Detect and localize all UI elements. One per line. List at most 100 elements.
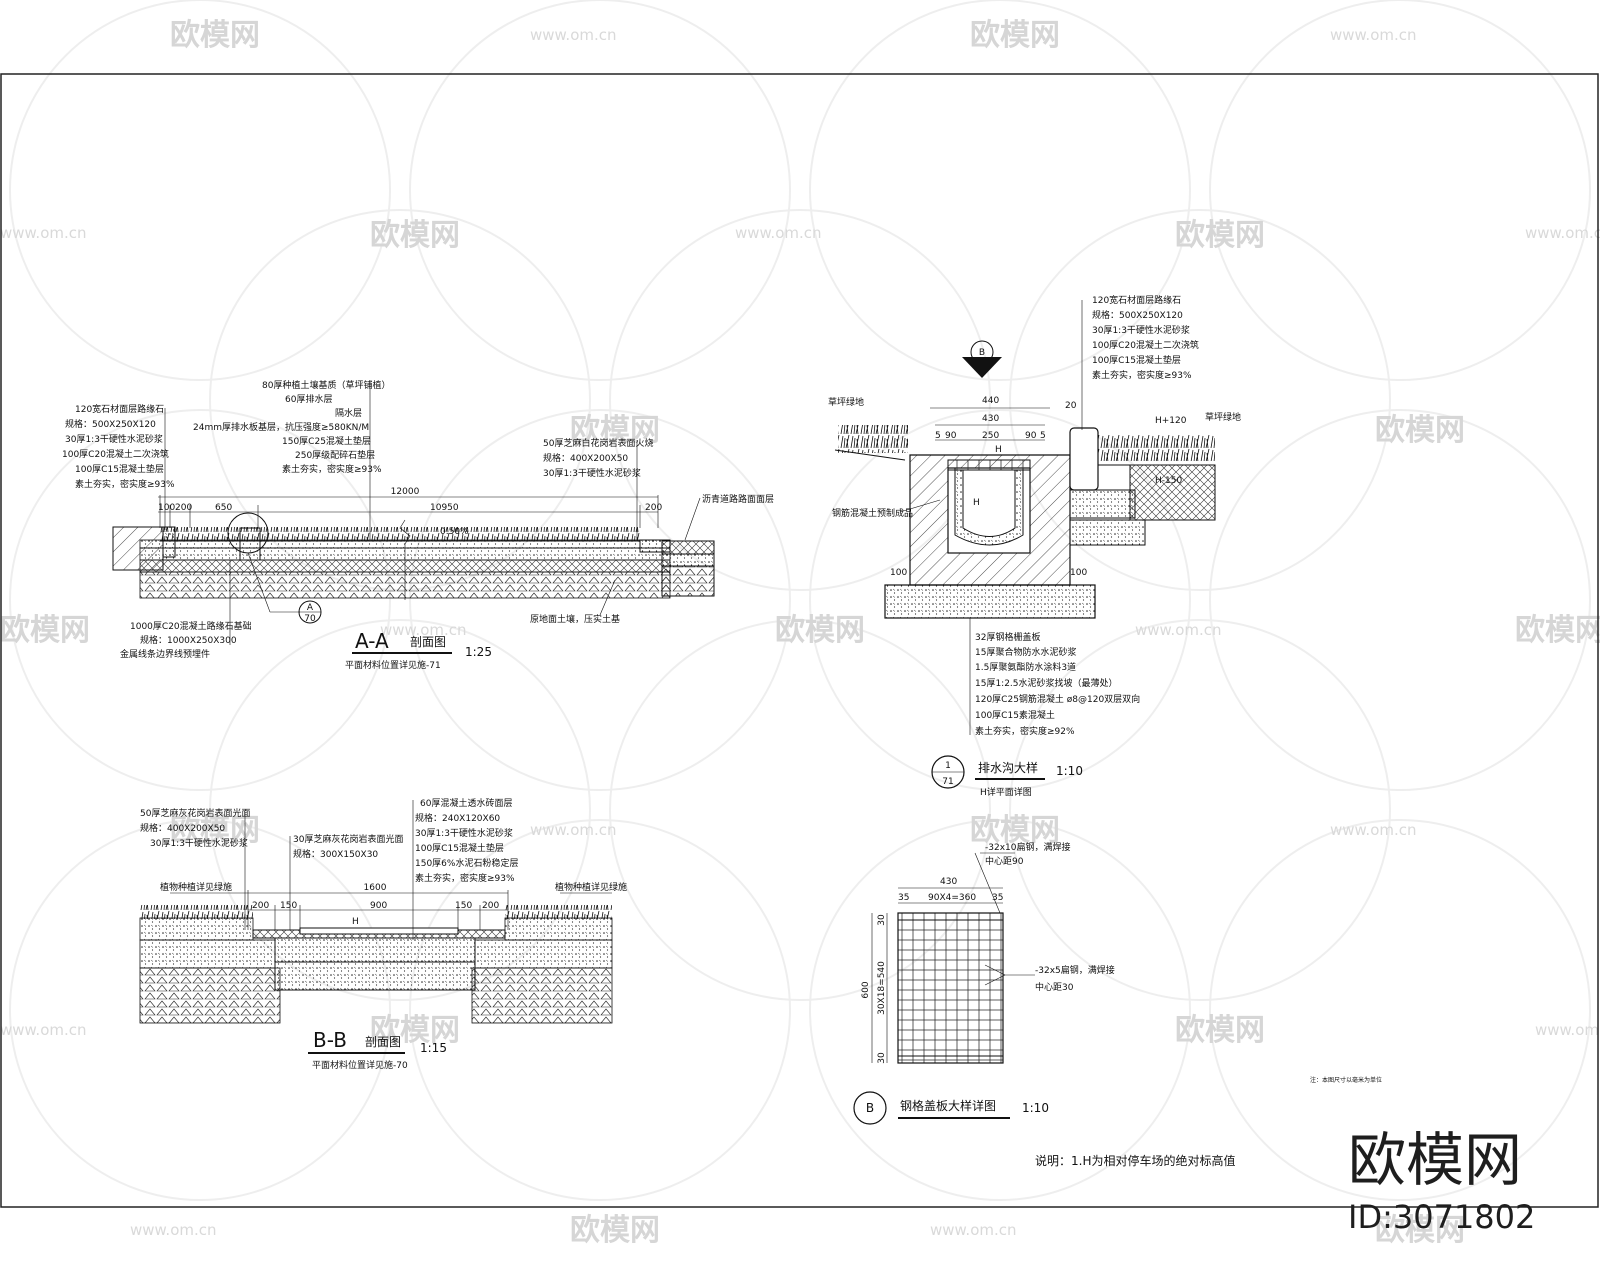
aa-bottom-note: 原地面土壤，压实土基: [530, 613, 620, 625]
aa-left-layer: 120宽石材面层路缘石: [75, 403, 164, 415]
aa-right-layer: 30厚1:3干硬性水泥砂浆: [543, 467, 641, 479]
drain-callout-num: 1: [945, 761, 951, 771]
drain-right-note: 草坪绿地: [1205, 411, 1241, 423]
drain-h-top: H: [995, 445, 1002, 455]
grate-dim-top: 430: [940, 877, 957, 887]
watermark-cn: 欧模网: [370, 1013, 460, 1048]
bb-title-cn: 剖面图: [365, 1035, 401, 1049]
watermark-cn: 欧模网: [370, 218, 460, 253]
aa-dim: 10950: [430, 503, 459, 513]
drain-dim: 440: [982, 396, 999, 406]
bb-right-layer: 30厚1:3干硬性水泥砂浆: [415, 827, 513, 839]
bb-dim: 150: [455, 901, 472, 911]
detail-drain: H 440 430 5 90 250 90 5 20 H H+120 H-150…: [828, 294, 1241, 798]
drain-bottom-layer: 素土夯实，密实度≥92%: [975, 725, 1075, 737]
bb-title: B-B: [313, 1028, 347, 1052]
bb-dim: 150: [280, 901, 297, 911]
aa-dim-top: 12000: [391, 487, 420, 497]
aa-left-layer: 30厚1:3干硬性水泥砂浆: [65, 433, 163, 445]
watermark-cn: 欧模网: [1375, 1213, 1465, 1248]
drain-bottom-layer: 32厚钢格栅盖板: [975, 631, 1040, 643]
aa-right-note: 沥青道路路面面层: [702, 493, 774, 505]
drain-top-layer: 100厚C20混凝土二次浇筑: [1092, 339, 1199, 351]
grate-scale: 1:10: [1022, 1101, 1049, 1115]
bb-right-note: 植物种植详见绿施: [555, 881, 627, 893]
watermark-url: www.om.cn: [735, 224, 822, 242]
aa-right-layer: 50厚芝麻白花岗岩表面火烧: [543, 437, 653, 449]
grate-dim-row: 35: [898, 893, 909, 903]
aa-slope: 0.50%: [440, 527, 469, 537]
watermark-cn: 欧模网: [970, 18, 1060, 53]
drain-grass-note: 草坪绿地: [828, 396, 864, 408]
section-aa: 12000 100 200 650 10950 200 0.50% 120宽石材…: [62, 379, 774, 671]
bb-right-layer: 60厚混凝土透水砖面层: [420, 797, 512, 809]
drain-bottom-layer: 1.5厚聚氨酯防水涂料3道: [975, 661, 1076, 673]
watermark-url: www.om.cn: [530, 821, 617, 839]
drain-base-dim: 100: [1070, 568, 1087, 578]
aa-dim: 100: [158, 503, 175, 513]
bb-midleft-layer: 30厚芝麻灰花岗岩表面光面: [293, 833, 403, 845]
aa-scale: 1:25: [465, 645, 492, 659]
drain-dim: 5: [935, 431, 941, 441]
aa-mid-layer: 80厚种植土壤基质（草坪铺植）: [262, 379, 390, 391]
drain-top-layer: 120宽石材面层路缘石: [1092, 294, 1181, 306]
watermark-cn: 欧模网: [1175, 1013, 1265, 1048]
drain-subtitle: H详平面详图: [980, 786, 1032, 798]
aa-mid-layer: 250厚级配碎石垫层: [295, 449, 375, 461]
drain-scale: 1:10: [1056, 764, 1083, 778]
aa-left-layer: 素土夯实，密实度≥93%: [75, 478, 175, 490]
drain-dim: 90: [1025, 431, 1037, 441]
aa-bottom-layer: 金属线条边界线预埋件: [120, 648, 210, 660]
bb-left-layer: 规格：400X200X50: [140, 822, 225, 834]
drain-bottom-layer: 15厚1:2.5水泥砂浆找坡（最薄处）: [975, 677, 1118, 689]
watermark-url: www.om.cn: [1525, 224, 1600, 242]
bb-subtitle: 平面材料位置详见施-70: [312, 1059, 408, 1071]
bb-right-layer: 素土夯实，密实度≥93%: [415, 872, 515, 884]
watermark-cn: 欧模网: [970, 813, 1060, 848]
grate-dim-height: 600: [861, 981, 871, 998]
aa-left-layer: 规格：500X250X120: [65, 418, 156, 430]
grate-dim-side: 30: [877, 914, 887, 926]
grate-dim-side: 30X18=540: [877, 961, 887, 1015]
general-note: 说明：1.H为相对停车场的绝对标高值: [1035, 1153, 1235, 1168]
aa-bottom-layer: 1000厚C20混凝土路缘石基础: [130, 620, 252, 632]
grate-note-bar2: -32x5扁钢，满焊接: [1035, 964, 1115, 976]
aa-mid-layer: 60厚排水层: [285, 393, 332, 405]
aa-bottom-layer: 规格：1000X250X300: [140, 634, 237, 646]
watermark-url: www.om.cn: [1330, 821, 1417, 839]
watermark-url: www.om.cn: [130, 1221, 217, 1239]
grate-dim-row: 35: [992, 893, 1003, 903]
drain-h-minus: H-150: [1155, 476, 1182, 486]
aa-dim: 200: [645, 503, 662, 513]
grate-note-bar2b: 中心距30: [1035, 981, 1074, 993]
aa-mid-layer: 24mm厚排水板基层，抗压强度≥580KN/M: [193, 421, 369, 433]
watermark-url: www.om.cn: [930, 1221, 1017, 1239]
aa-callout-letter: A: [307, 603, 314, 613]
watermark-url: www.om.cn: [1535, 1021, 1600, 1039]
bb-dim-top: 1600: [364, 883, 387, 893]
bb-left-layer: 30厚1:3干硬性水泥砂浆: [150, 837, 248, 849]
drain-bottom-layer: 100厚C15素混凝土: [975, 709, 1055, 721]
bb-dim: 200: [482, 901, 499, 911]
drain-base-dim: 100: [890, 568, 907, 578]
drain-top-layer: 30厚1:3干硬性水泥砂浆: [1092, 324, 1190, 336]
sheet-border: [0, 73, 1599, 1208]
watermark-url: www.om.cn: [0, 224, 87, 242]
bb-midleft-layer: 规格：300X150X30: [293, 848, 378, 860]
aa-dim: 650: [215, 503, 232, 513]
detail-grate: 430 35 90X4=360 35 600 30 30X18=540 30 -…: [853, 841, 1115, 1125]
watermark-url: www.om.cn: [1135, 621, 1222, 639]
bb-dim: 200: [252, 901, 269, 911]
aa-subtitle: 平面材料位置详见施-71: [345, 659, 441, 671]
small-note: 注：本图尺寸以毫米为单位: [1310, 1076, 1382, 1084]
drain-bottom-layer: 120厚C25钢筋混凝土 ø8@120双层双向: [975, 693, 1140, 705]
aa-left-layer: 100厚C20混凝土二次浇筑: [62, 448, 169, 460]
grate-title: 钢格盖板大样详图: [900, 1098, 996, 1113]
watermark-url: www.om.cn: [1330, 26, 1417, 44]
grate-note-bar1: -32x10扁钢，满焊接: [985, 841, 1070, 853]
aa-mid-layer: 150厚C25混凝土垫层: [282, 435, 371, 447]
watermark-cn: 欧模网: [170, 18, 260, 53]
grate-note-bar1b: 中心距90: [985, 855, 1024, 867]
watermark-cn: 欧模网: [775, 613, 865, 648]
